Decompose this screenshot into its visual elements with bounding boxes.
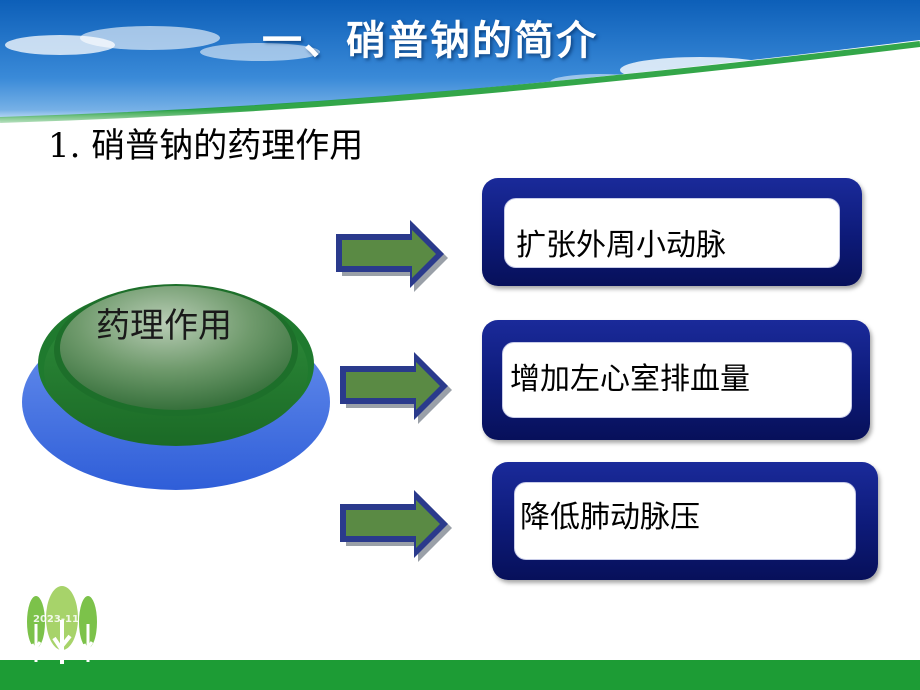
section-heading: 1. 硝普钠的药理作用 [48, 126, 364, 166]
effect-box: 降低肺动脉压 [492, 462, 878, 580]
pharmacology-disc [22, 284, 330, 490]
effect-label: 降低肺动脉压 [520, 500, 700, 535]
tree-logo-icon [27, 586, 97, 664]
effect-label: 扩张外周小动脉 [516, 228, 726, 263]
arrow-right-icon [336, 220, 448, 292]
arrow-right-icon [340, 352, 452, 424]
effect-label: 增加左心室排血量 [510, 362, 750, 397]
footer-strip [0, 660, 920, 690]
arrow-right-icon [340, 490, 452, 562]
slide-date: 2023-11 [33, 614, 79, 625]
slide-title: 一、硝普钠的简介 [262, 18, 598, 64]
sky-banner [0, 0, 920, 130]
center-label: 药理作用 [96, 306, 232, 346]
effect-box: 增加左心室排血量 [482, 320, 870, 440]
effect-box: 扩张外周小动脉 [482, 178, 862, 286]
